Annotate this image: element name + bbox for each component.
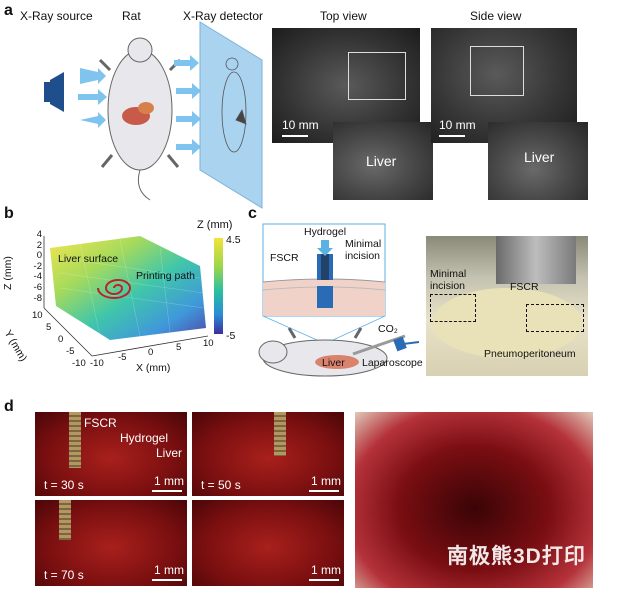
surgery-setup-photo	[426, 236, 588, 376]
xray-schematic	[44, 21, 263, 209]
photo-right-roi	[526, 304, 584, 332]
frame3-time: t = 70 s	[44, 568, 84, 582]
printing-frame-final	[192, 500, 344, 586]
ct-top-roi-box	[348, 52, 406, 100]
colorbar-max: 4.5	[226, 234, 241, 246]
printing-path-spiral	[97, 279, 132, 299]
pneumoperitoneum-label: Pneumoperitoneum	[484, 348, 576, 360]
laparoscope-label: Laparoscope	[362, 357, 423, 369]
photo-printer-head	[496, 236, 576, 284]
photo-left-roi	[430, 294, 476, 322]
hydrogel-label: Hydrogel	[304, 226, 347, 238]
frame2-time: t = 50 s	[201, 478, 241, 492]
frame1-scale-label: 1 mm	[154, 474, 184, 488]
frame3-scale-label: 1 mm	[154, 563, 184, 577]
ct-top-scalebar	[282, 135, 308, 137]
panel-label-b: b	[4, 205, 14, 222]
y-tick: 0	[58, 334, 64, 345]
frame1-liver-label: Liver	[156, 446, 183, 460]
ct-top-liver-label: Liver	[366, 153, 397, 169]
laparoscopic-view-photo	[355, 412, 593, 588]
watermark: 南极熊3D打印	[447, 545, 586, 568]
rat-illustration	[98, 37, 182, 201]
laparoscopic-schematic	[258, 223, 420, 377]
panel-label-c: c	[248, 205, 257, 222]
frame2-scalebar	[309, 490, 339, 492]
fscr-rod	[274, 412, 286, 456]
z-tick: 0	[36, 250, 42, 262]
z-tick: 4	[36, 229, 42, 240]
panel-label-d: d	[4, 398, 14, 415]
printing-frame-30s	[35, 412, 187, 496]
minimal-incision-label: Minimal incision	[345, 238, 382, 262]
y-tick: 10	[32, 310, 43, 321]
liver-label-c: Liver	[322, 357, 345, 369]
printing-frame-70s	[35, 500, 187, 586]
z-tick: -6	[33, 281, 42, 293]
fscr-rod	[69, 412, 81, 468]
ct-side-zoom	[488, 122, 588, 200]
z-tick: -2	[33, 260, 42, 272]
photo-fscr-label: FSCR	[510, 281, 539, 293]
z-tick: 2	[36, 239, 42, 251]
liver-surface-plot	[43, 236, 223, 357]
side-view-label: Side view	[470, 9, 522, 23]
x-tick: -10	[90, 358, 104, 369]
printing-path-label: Printing path	[136, 270, 195, 282]
frame1-time: t = 30 s	[44, 478, 84, 492]
frame2-scale-label: 1 mm	[311, 474, 341, 488]
co2-port	[393, 336, 407, 352]
ct-side-roi-box	[470, 46, 524, 96]
z-ticks: 4 2 0 -2 -4 -6 -8	[28, 229, 42, 304]
ct-top-zoom	[333, 122, 433, 200]
xray-source-label: X-Ray source	[20, 9, 93, 23]
rat-on-back-illustration	[258, 327, 388, 377]
fscr-rod	[59, 500, 71, 540]
x-tick: 5	[176, 342, 182, 353]
frame1-hydrogel-label: Hydrogel	[120, 431, 169, 445]
xray-detector-label: X-Ray detector	[183, 9, 264, 23]
xray-detector-plate	[199, 21, 263, 209]
frame1-fscr-label: FSCR	[84, 416, 117, 430]
colorbar-min: -5	[226, 330, 236, 342]
x-tick: 10	[203, 338, 214, 349]
frame4-scalebar	[309, 579, 339, 581]
photo-minimal-incision-label: Minimal incision	[430, 268, 467, 292]
frame1-scalebar	[152, 490, 182, 492]
colorbar-title: Z (mm)	[197, 219, 233, 231]
ct-side-liver-label: Liver	[524, 149, 555, 165]
top-view-label: Top view	[320, 9, 367, 23]
z-tick: -8	[33, 292, 42, 304]
x-axis-label: X (mm)	[136, 362, 171, 374]
printing-frame-50s	[192, 412, 344, 496]
liver-surface-mesh	[50, 236, 206, 340]
y-tick: 5	[46, 322, 52, 333]
y-tick: -5	[66, 346, 75, 357]
xray-source-icon	[50, 72, 64, 112]
colorbar	[214, 238, 223, 334]
z-axis-label: Z (mm)	[2, 256, 14, 290]
ct-top-scale-label: 10 mm	[282, 118, 319, 132]
z-tick: -4	[33, 271, 42, 283]
hydrogel-arrow	[317, 240, 333, 256]
y-tick: -10	[72, 358, 86, 369]
x-tick: -5	[118, 352, 127, 363]
x-tick: 0	[148, 347, 154, 358]
ct-side-scale-label: 10 mm	[439, 118, 476, 132]
liver-surface-label: Liver surface	[58, 253, 119, 265]
rat-label: Rat	[122, 9, 141, 23]
ct-side-scalebar	[439, 135, 465, 137]
fscr-label: FSCR	[270, 252, 299, 264]
frame4-scale-label: 1 mm	[311, 563, 341, 577]
frame3-scalebar	[152, 579, 182, 581]
photo-rat-body	[432, 288, 582, 358]
co2-label: CO₂	[378, 323, 398, 335]
panel-label-a: a	[4, 2, 13, 19]
